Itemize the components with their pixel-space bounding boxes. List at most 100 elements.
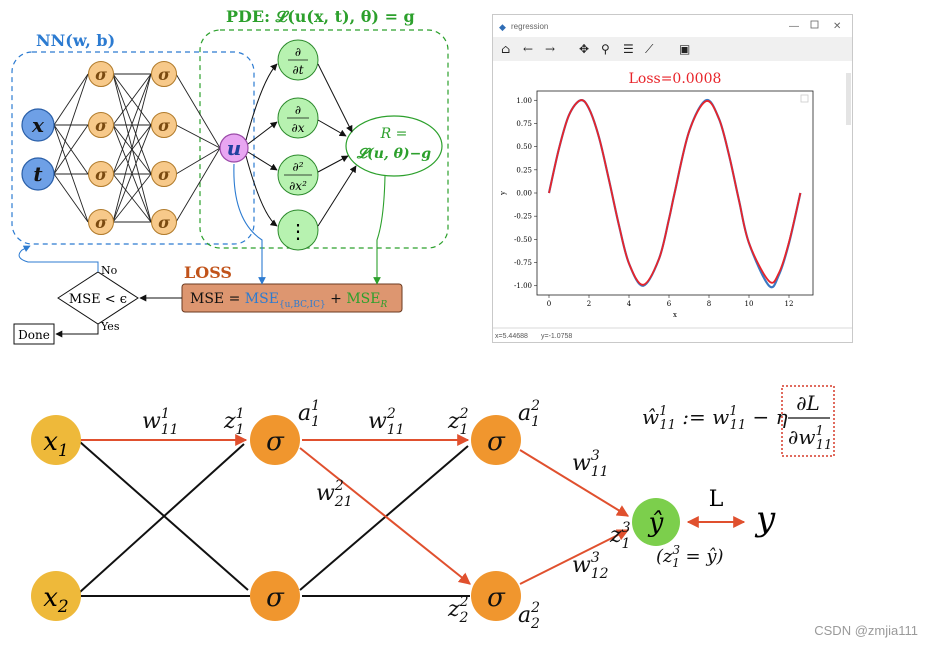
hidden-node-1-1 [250,415,300,465]
sigma-label: σ [95,165,107,184]
sigma-label: σ [158,116,170,135]
x-tick-label: 4 [627,300,632,308]
input-t-label: t [33,162,43,186]
nn-title: NN(w, b) [36,31,115,50]
target-y-label: y [754,499,776,539]
watermark: CSDN @zmjia111 [814,623,918,638]
input-x-node [21,108,55,142]
y-tick-label: 0.75 [516,120,532,128]
input-x2-node [31,571,81,621]
deriv-xx-num: ∂² [292,160,303,174]
toolbar [493,37,852,61]
y-tick-label: -0.50 [514,236,532,244]
derivative-nodes: ∂ ∂t ∂ ∂x ∂² ∂x² ⋮ [277,39,319,251]
sigma-label: σ [158,65,170,84]
r-to-loss-arrow [373,175,386,285]
window-app-icon: ◆ [499,22,506,32]
deriv-t-den: ∂t [292,63,303,77]
sigma-label: σ [266,583,285,613]
deriv-to-residual-edges [317,63,357,227]
toolbar-icons: ⌂ ← → ✥ ⚲ ☰ ⟋ ▣ [501,42,690,56]
x-tick-label: 2 [587,300,591,308]
y-tick-label: 1.00 [516,97,532,105]
deriv-t-num: ∂ [295,45,301,59]
nn-edge [175,124,221,149]
x-tick-label: 0 [547,300,551,308]
pan-icon[interactable]: ✥ [579,42,589,56]
nn-edge [175,147,221,175]
minimize-icon[interactable]: — [789,21,799,32]
edit-axis-icon[interactable]: ⟋ [645,42,654,56]
sigma-label: σ [487,427,506,457]
y-tick-label: -1.00 [514,282,532,290]
hidden-layer-2: σ σ σ σ [151,61,177,235]
close-icon[interactable]: ✕ [833,21,841,32]
nn-edges [53,73,221,223]
y-tick-label: 0.00 [516,190,532,198]
x-tick-label: 10 [745,300,754,308]
sigma-label: σ [95,65,107,84]
input-x1-node [31,415,81,465]
yes-label: Yes [100,320,120,333]
chart-title: Loss=0.0008 [629,71,722,87]
nn-edge [53,73,89,126]
input-t-node [21,157,55,191]
sigma-label: σ [158,213,170,232]
nn-edge [175,73,221,149]
sigma-label: σ [487,583,506,613]
status-x: x=5.44688 [495,333,528,340]
hidden-node-2-2 [471,571,521,621]
loss-title: LOSS [184,263,232,282]
sigma-label: σ [158,165,170,184]
nn-edge [53,124,89,175]
hidden-node-1-2 [250,571,300,621]
inactive-edges [79,441,470,597]
forward-arrow-icon[interactable]: → [545,42,555,56]
hidden-layer-1: σ σ σ σ [88,61,114,235]
loss-label: L [709,487,724,512]
hidden-node [151,112,177,138]
active-edges [80,434,746,585]
deriv-xx-den: ∂x² [289,179,307,193]
residual-line2: 𝓛(u, θ)−g [356,146,431,162]
sigma-label: σ [95,213,107,232]
deriv-more-label: ⋮ [288,219,308,243]
status-y: y=-1.0758 [541,333,572,340]
y-tick-label: -0.75 [514,259,532,267]
no-loop-arrow [18,245,99,272]
no-label: No [101,264,118,277]
deriv-x-den: ∂x [292,121,305,135]
save-icon[interactable]: ▣ [679,42,690,56]
hidden-node-2-1 [471,415,521,465]
maximize-icon[interactable] [810,20,819,29]
back-arrow-icon[interactable]: ← [523,42,533,56]
hidden-node [88,112,114,138]
input-x1-label: x1 [43,427,69,461]
decision-diamond [57,271,139,325]
configure-icon[interactable]: ☰ [623,42,634,56]
x-tick-label: 8 [707,300,711,308]
nn-edge [53,73,89,175]
sigma-label: σ [95,116,107,135]
zoom-icon[interactable]: ⚲ [601,42,610,56]
mse-formula: MSE = MSE{u,BC,IC} + MSER [190,291,388,310]
deriv-more-node [277,209,319,251]
nn-edge [112,73,152,223]
hidden-node [88,161,114,187]
home-icon[interactable]: ⌂ [501,42,510,56]
done-box [13,323,55,345]
nn-edge [112,173,152,223]
nn-frame [11,51,255,245]
pde-title: PDE: 𝓛(u(x, t), θ) = g [226,7,415,26]
output-yhat-label: ŷ [648,508,664,538]
